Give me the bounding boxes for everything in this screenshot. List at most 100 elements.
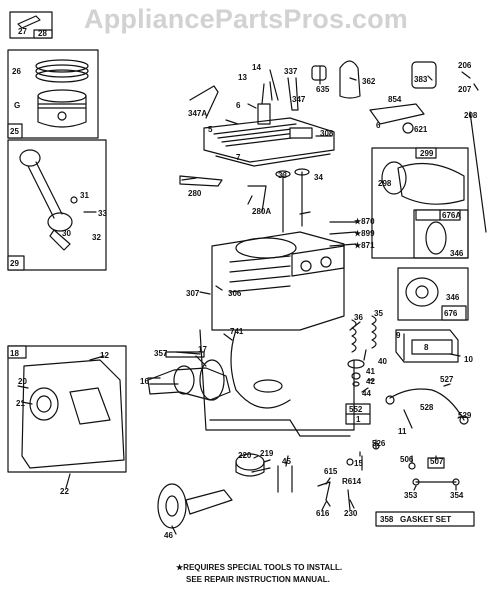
label-741: 741 — [230, 327, 244, 336]
label-308: 308 — [320, 129, 334, 138]
air-cleaner-element[interactable] — [395, 329, 459, 363]
label-44: 44 — [362, 389, 371, 398]
label-6b: 6 — [376, 121, 381, 130]
linkage[interactable] — [317, 458, 354, 511]
label-362: 362 — [362, 77, 376, 86]
label-614: R614 — [342, 477, 362, 486]
label-34: 34 — [314, 173, 323, 182]
label-9: 9 — [396, 331, 401, 340]
label-357: 357 — [154, 349, 168, 358]
label-337: 337 — [284, 67, 298, 76]
label-527: 527 — [440, 375, 454, 384]
label-870: ★870 — [354, 217, 375, 226]
label-220: 220 — [238, 451, 252, 460]
label-206: 206 — [458, 61, 472, 70]
label-280: 280 — [188, 189, 202, 198]
label-26: 26 — [12, 67, 21, 76]
label-552: 552 — [349, 405, 363, 414]
label-353: 353 — [404, 491, 418, 500]
bracket-347a[interactable] — [189, 85, 219, 119]
crankshaft[interactable] — [147, 351, 231, 401]
label-208: 208 — [464, 111, 478, 120]
label-899: ★899 — [354, 229, 375, 238]
label-280a: 280A — [252, 207, 271, 216]
fuel-line[interactable] — [385, 388, 469, 425]
label-22: 22 — [60, 487, 69, 496]
governor-box[interactable] — [397, 267, 469, 321]
label-21: 21 — [16, 399, 25, 408]
breather[interactable] — [369, 61, 487, 233]
piston-box[interactable] — [7, 49, 99, 139]
label-506: 506 — [400, 455, 414, 464]
footnote-line-1: ★REQUIRES SPECIAL TOOLS TO INSTALL. — [176, 563, 342, 572]
label-33: 33 — [98, 209, 107, 218]
label-35: 35 — [374, 309, 383, 318]
label-11: 11 — [398, 427, 407, 436]
label-299: 299 — [420, 149, 434, 158]
label-g: G — [14, 101, 20, 110]
gasket-set-number: 358 — [380, 515, 394, 524]
label-306: 306 — [228, 289, 242, 298]
watermark: AppliancePartsPros.com — [84, 4, 408, 34]
label-207: 207 — [458, 85, 472, 94]
label-13: 13 — [238, 73, 247, 82]
label-635: 635 — [316, 85, 330, 94]
label-298: 298 — [378, 179, 392, 188]
gasket-set-label: GASKET SET — [400, 515, 451, 524]
piston-pin-group[interactable] — [9, 11, 53, 39]
label-29: 29 — [10, 259, 19, 268]
label-32: 32 — [92, 233, 101, 242]
gasket-set-box — [375, 511, 475, 527]
cylinder-block[interactable] — [199, 231, 355, 437]
label-25: 25 — [10, 127, 19, 136]
label-33b: 33 — [278, 171, 287, 180]
label-219: 219 — [260, 449, 274, 458]
label-5: 5 — [208, 125, 213, 134]
label-347: 347 — [292, 95, 306, 104]
carb-hardware[interactable] — [361, 442, 460, 486]
label-41: 41 — [366, 367, 375, 376]
label-383: 383 — [414, 75, 428, 84]
bush-box — [345, 403, 371, 425]
label-17: 17 — [198, 345, 207, 354]
label-676: 676 — [444, 309, 458, 318]
cylinder-head[interactable] — [203, 60, 361, 167]
label-15: 15 — [354, 459, 363, 468]
label-528: 528 — [420, 403, 434, 412]
footnote-line-2: SEE REPAIR INSTRUCTION MANUAL. — [186, 575, 330, 584]
label-230: 230 — [344, 509, 358, 518]
label-14: 14 — [252, 63, 261, 72]
label-7: 7 — [236, 153, 241, 162]
label-621: 621 — [414, 125, 428, 134]
label-615: 615 — [324, 467, 338, 476]
label-307: 307 — [186, 289, 200, 298]
label-16: 16 — [140, 377, 149, 386]
label-1: 1 — [356, 415, 361, 424]
camshaft[interactable] — [157, 483, 233, 529]
label-30: 30 — [62, 229, 71, 238]
label-42: 42 — [366, 377, 375, 386]
box-676a — [415, 209, 441, 221]
label-6a: 6 — [236, 101, 241, 110]
label-10: 10 — [464, 355, 473, 364]
crankcase-cover-box[interactable] — [7, 345, 127, 473]
label-20: 20 — [18, 377, 27, 386]
label-871: ★871 — [354, 241, 375, 250]
label-45: 45 — [282, 457, 291, 466]
label-526: 526 — [372, 439, 386, 448]
label-507: 507 — [430, 457, 444, 466]
muffler-box[interactable] — [371, 147, 469, 259]
label-8: 8 — [424, 343, 429, 352]
label-46: 46 — [164, 531, 173, 540]
label-36: 36 — [354, 313, 363, 322]
label-346a: 346 — [450, 249, 464, 258]
connecting-rod-box[interactable] — [7, 139, 107, 271]
label-12: 12 — [100, 351, 109, 360]
label-31: 31 — [80, 191, 89, 200]
label-346b: 346 — [446, 293, 460, 302]
label-616: 616 — [316, 509, 330, 518]
valves[interactable] — [179, 168, 310, 233]
label-676a: 676A — [442, 211, 461, 220]
